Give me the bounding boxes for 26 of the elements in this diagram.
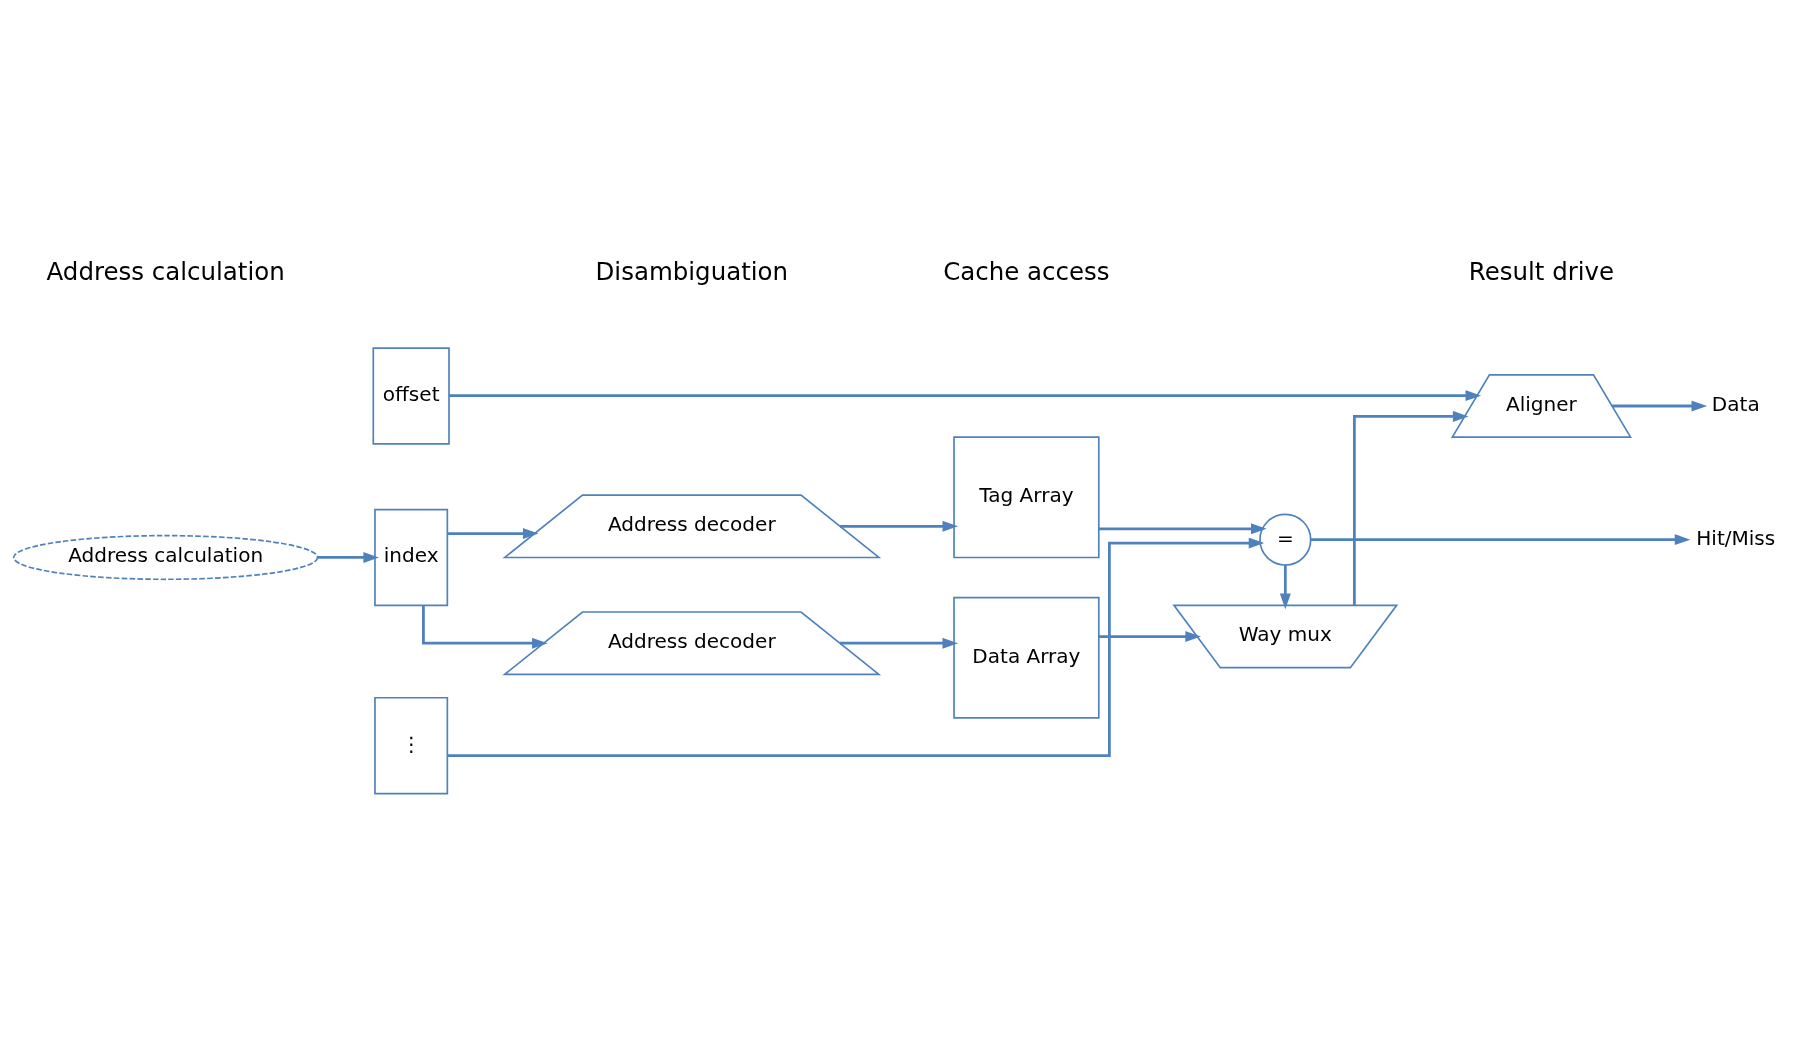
label: Address calculation (46, 256, 285, 286)
arrow (449, 390, 1482, 402)
arrow (840, 520, 959, 532)
label: Result drive (1468, 256, 1615, 286)
node-box: Data Array (953, 596, 1100, 719)
node-box: ⋮ (374, 696, 449, 795)
arrow (317, 552, 379, 563)
arrow (840, 637, 959, 649)
arrow (1098, 523, 1267, 535)
arrow (1279, 565, 1291, 610)
arrow (1310, 534, 1691, 546)
node-text: Hit/Miss (1696, 525, 1776, 550)
arrow (447, 537, 1265, 758)
arrow (1612, 400, 1708, 412)
node-ellipse: Address calculation (12, 534, 319, 581)
arrow (1352, 410, 1469, 605)
arrow (447, 528, 539, 539)
node-box: offset (372, 347, 450, 445)
node-box: Tag Array (953, 436, 1100, 559)
arrow (1098, 631, 1201, 642)
label: Disambiguation (595, 256, 789, 286)
node-circle: = (1259, 513, 1312, 566)
node-box: index (374, 508, 449, 607)
arrow (422, 605, 548, 649)
node-text: Data (1711, 391, 1760, 416)
label: Cache access (943, 256, 1110, 286)
